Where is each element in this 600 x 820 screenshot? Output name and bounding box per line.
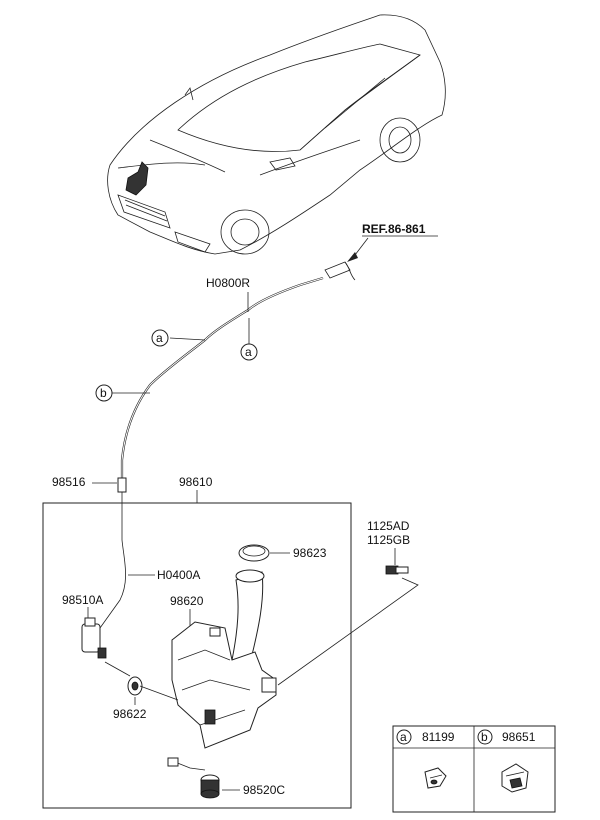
label-hose-upper: H0800R [206, 276, 250, 290]
label-assembly: 98610 [179, 475, 213, 489]
label-bolt-1: 1125AD [367, 519, 410, 533]
clip-a-letter-1: a [156, 331, 163, 345]
legend-b-letter: b [481, 730, 488, 744]
ref-label: REF.86-861 [362, 222, 426, 236]
label-cap: 98623 [293, 546, 327, 560]
legend-b-part: 98651 [502, 730, 536, 744]
clip-b-letter: b [100, 386, 107, 400]
clip-b-drawing [501, 763, 529, 793]
label-reservoir: 98620 [170, 594, 204, 608]
clip-legend-table: a 81199 b 98651 [392, 725, 556, 813]
reservoir-cap [238, 544, 270, 562]
clip-a-letter-2: a [245, 345, 252, 359]
label-level-sensor: 98520C [243, 783, 285, 797]
level-sensor [167, 757, 220, 799]
clip-b-marker [95, 384, 113, 402]
label-connector: 98516 [52, 475, 86, 489]
label-hose-lower: H0400A [157, 568, 200, 582]
assembly-frame [42, 502, 352, 809]
legend-a-letter: a [400, 730, 407, 744]
legend-a-part: 81199 [422, 730, 455, 744]
label-motor: 98510A [62, 593, 103, 607]
grommet [127, 676, 143, 696]
clip-a-marker-1 [151, 329, 169, 347]
label-bolt-2: 1125GB [367, 533, 410, 547]
mounting-bolt [385, 565, 409, 575]
clip-a-drawing [424, 767, 447, 789]
washer-reservoir [171, 569, 277, 749]
label-grommet: 98622 [113, 707, 147, 721]
vehicle-illustration [107, 14, 446, 255]
washer-location-highlight [125, 161, 149, 196]
hose-line [99, 261, 356, 629]
washer-motor [81, 617, 107, 659]
clip-a-marker-2 [240, 343, 258, 361]
